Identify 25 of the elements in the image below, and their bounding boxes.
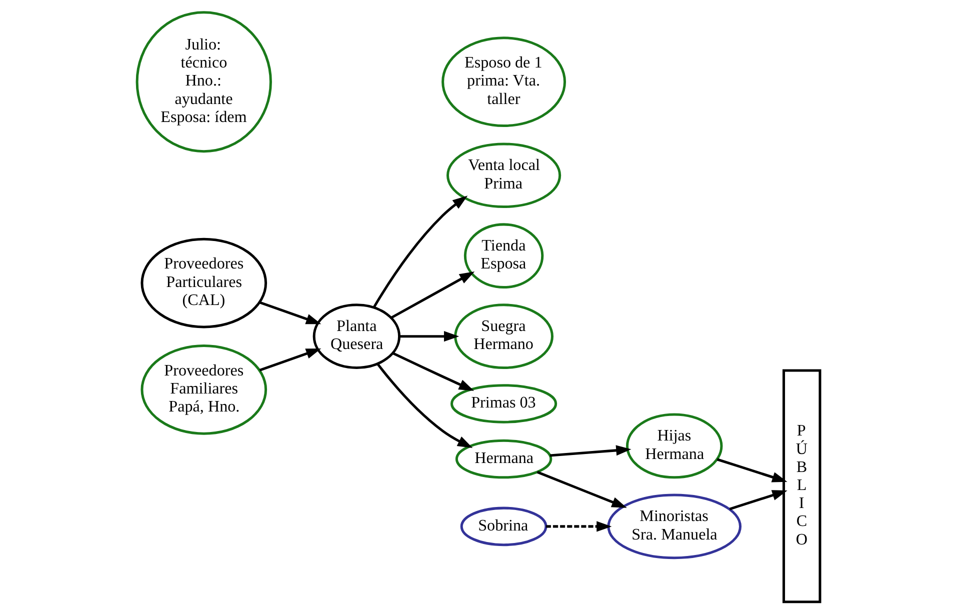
node-ellipse: Hermana [454, 439, 552, 479]
arrow [546, 521, 612, 532]
node-ellipse: Primas 03 [450, 384, 557, 424]
arrow [392, 352, 474, 391]
arrow [390, 271, 474, 319]
arrow [716, 458, 787, 482]
node-ellipse: Proveedores Familiares Papá, Hno. [140, 344, 267, 435]
arrow [399, 331, 459, 342]
node-ellipse: Proveedores Particulares (CAL) [140, 238, 267, 328]
node-circle: Julio: técnico Hno.: ayudante Esposa: ídem [135, 11, 272, 153]
arrow [258, 348, 321, 372]
arrow [549, 445, 631, 457]
node-ellipse: Planta Quesera [312, 304, 400, 369]
arrow [536, 470, 626, 508]
node-ellipse: Hijas Hermana [625, 413, 722, 479]
node-ellipse: Minoristas Sra. Manuela [606, 494, 742, 560]
arrow [258, 301, 321, 324]
node-box: PÚBLICO [782, 369, 821, 604]
node-ellipse: Esposo de 1 prima: Vta. taller [441, 36, 566, 128]
node-ellipse: Suegra Hermano [454, 304, 553, 369]
node-ellipse: Sobrina [460, 506, 547, 546]
arrow [728, 490, 787, 510]
arrow [372, 196, 468, 308]
arrow [376, 363, 472, 448]
node-ellipse: Tienda Esposa [463, 223, 544, 289]
